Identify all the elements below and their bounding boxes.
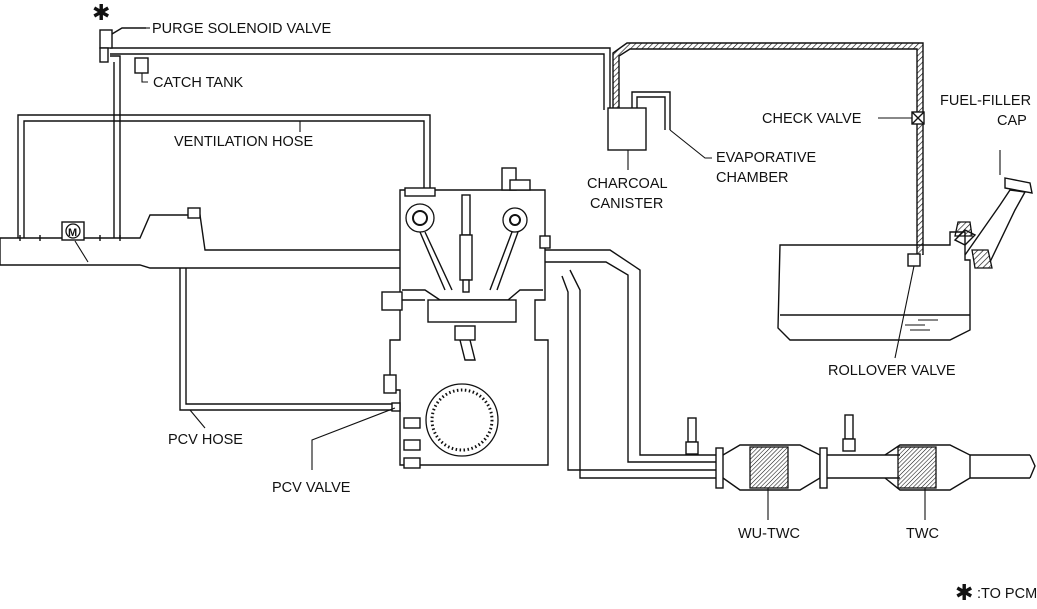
label-cap: CAP <box>997 113 1027 129</box>
label-catch-tank: CATCH TANK <box>153 75 244 91</box>
catch-tank <box>134 57 149 74</box>
label-pcv-valve: PCV VALVE <box>272 480 351 496</box>
vapor-line <box>612 42 924 255</box>
wu-twc <box>749 446 789 489</box>
purge-solenoid-valve <box>99 29 113 49</box>
label-purge-solenoid-valve: PURGE SOLENOID VALVE <box>152 21 331 37</box>
label-ventilation-hose: VENTILATION HOSE <box>174 134 313 150</box>
label-wu-twc: WU-TWC <box>738 526 800 542</box>
label-evaporative: EVAPORATIVE <box>716 150 817 166</box>
label-chamber: CHAMBER <box>716 170 789 186</box>
label-twc: TWC <box>906 526 939 542</box>
leader-lines <box>141 27 1001 520</box>
label-pcv-hose: PCV HOSE <box>168 432 243 448</box>
label-to-pcm: :TO PCM <box>977 586 1037 602</box>
label-fuel-filler: FUEL-FILLER <box>940 93 1031 109</box>
purge-line <box>99 27 611 238</box>
asterisk-purge: ✱ <box>92 0 110 25</box>
label-charcoal: CHARCOAL <box>587 176 668 192</box>
fuel-tank <box>777 177 1033 341</box>
charcoal-canister <box>607 107 647 151</box>
engine-block <box>381 167 551 469</box>
ventilation-hose-line <box>17 114 431 238</box>
motor-mark: M <box>68 227 77 239</box>
label-canister: CANISTER <box>590 196 663 212</box>
intake-pipe <box>0 207 400 269</box>
pcv-valve <box>391 402 401 412</box>
twc <box>897 446 937 489</box>
pcv-hose <box>179 268 401 412</box>
label-check-valve: CHECK VALVE <box>762 111 862 127</box>
asterisk-legend: ✱ <box>955 580 973 605</box>
intake-sensor <box>187 207 201 219</box>
label-rollover-valve: ROLLOVER VALVE <box>828 363 956 379</box>
exhaust-pipe <box>545 249 1036 491</box>
throttle-motor: M <box>61 221 85 241</box>
check-valve <box>911 111 925 125</box>
rollover-valve <box>907 253 921 267</box>
